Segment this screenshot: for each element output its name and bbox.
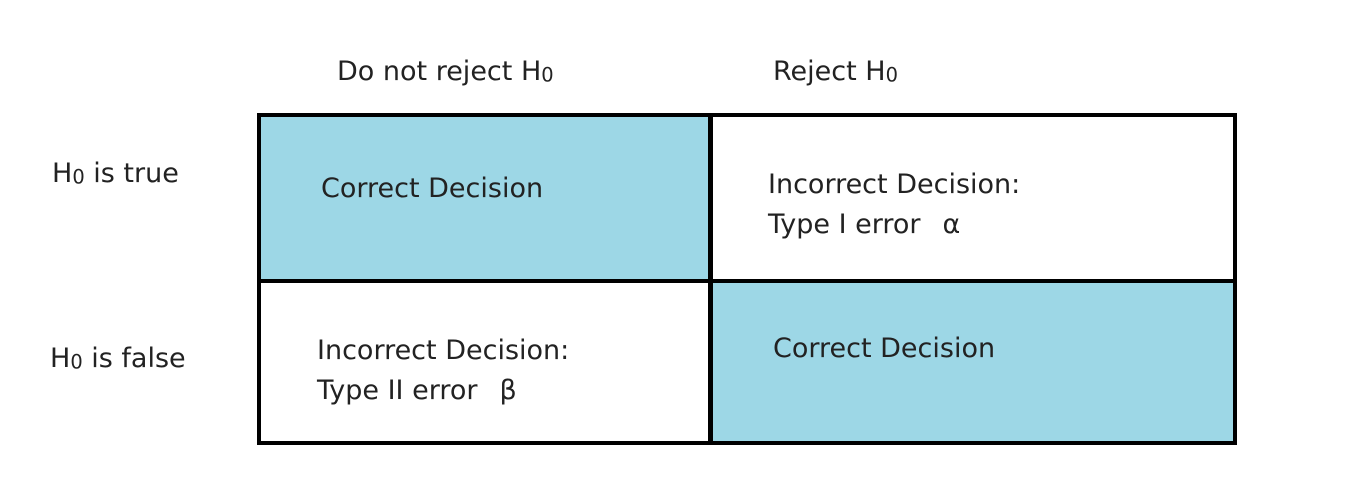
alpha-symbol: α [942,209,961,240]
row-header-rest: is true [84,158,179,189]
cell-line: Correct Decision [321,173,544,204]
row-header-h: H [50,343,71,374]
row-header-h0-true: H0 is true [52,160,179,187]
subscript-zero: 0 [541,63,554,87]
cell-line: Incorrect Decision: [317,335,570,366]
column-header-label: Do not reject H [337,56,542,87]
decision-matrix: Correct Decision Incorrect Decision: Typ… [257,113,1237,445]
cell-line: Type II error [317,375,478,406]
cell-line: Incorrect Decision: [768,169,1021,200]
cell-true-do-not-reject: Correct Decision [261,117,708,279]
cell-line: Type I error [768,209,921,240]
subscript-zero: 0 [885,63,898,87]
column-header-label: Reject H [773,56,886,87]
row-header-h: H [52,158,73,189]
cell-false-reject: Correct Decision [713,283,1233,441]
grid-divider-horizontal [261,279,1233,283]
subscript-zero: 0 [72,165,85,189]
cell-true-reject: Incorrect Decision: Type I error α [713,117,1233,279]
column-header-do-not-reject: Do not reject H0 [337,58,554,85]
column-header-reject: Reject H0 [773,58,898,85]
cell-false-do-not-reject: Incorrect Decision: Type II error β [261,283,708,441]
cell-line: Correct Decision [773,333,996,364]
subscript-zero: 0 [70,350,83,374]
beta-symbol: β [499,375,517,406]
row-header-rest: is false [82,343,186,374]
row-header-h0-false: H0 is false [50,345,186,372]
